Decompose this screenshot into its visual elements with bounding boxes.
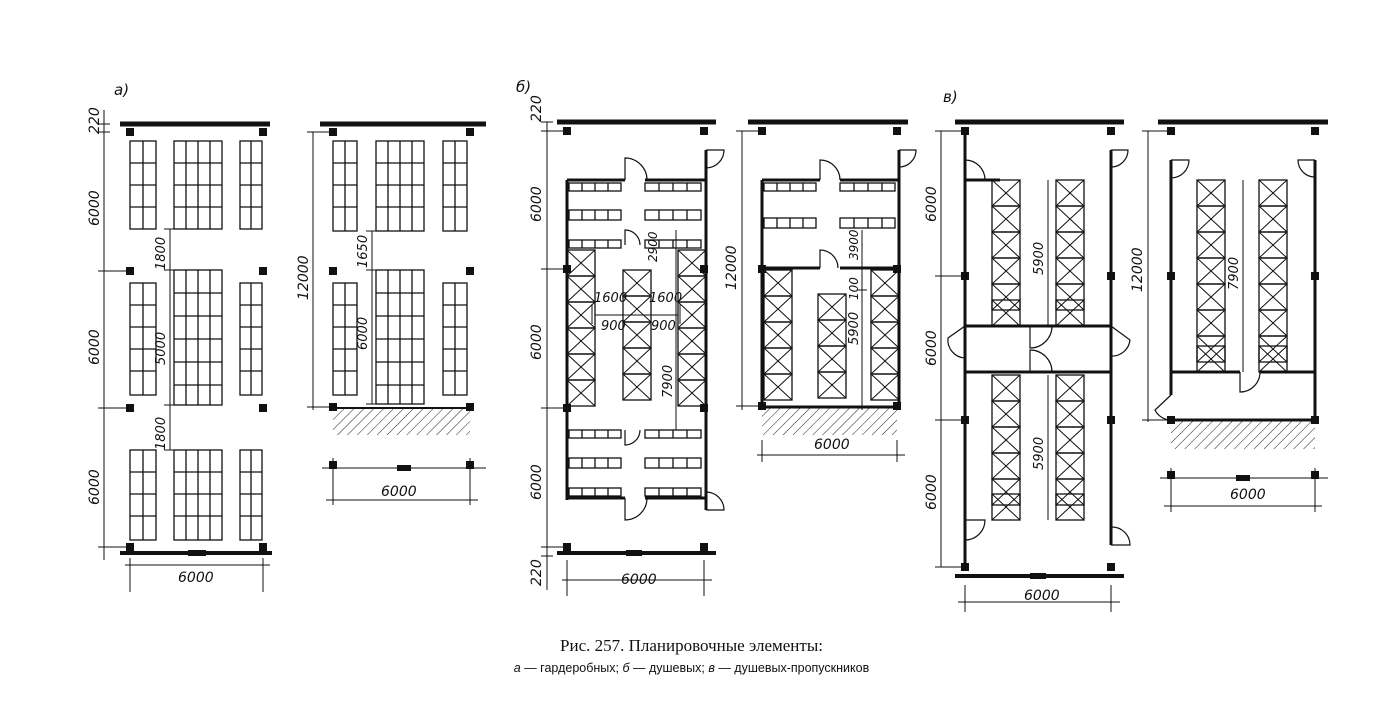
caption-item-a-letter: а xyxy=(513,661,521,675)
dim-a1-1800-1: 1800 xyxy=(154,237,169,270)
dim-b1-220-bottom: 220 xyxy=(529,559,545,586)
dim-b1-900-left: 900 xyxy=(601,319,626,334)
dim-b1-2900: 2900 xyxy=(646,231,660,262)
plan-b2: 12000 3900 100 5900 6000 xyxy=(724,119,917,462)
dim-b1-6000-bottom: 6000 xyxy=(621,572,657,588)
dim-b1-7900: 7900 xyxy=(661,365,676,398)
caption-item-b-text: — душевых; xyxy=(629,661,709,675)
dim-a1-6000-3: 6000 xyxy=(87,469,103,505)
caption-item-a-text: — гардеробных; xyxy=(520,661,623,675)
dim-v1-6000-3: 6000 xyxy=(924,474,940,510)
panel-b: б) xyxy=(516,78,917,596)
dim-a1-6000-1: 6000 xyxy=(87,190,103,226)
dim-a1-6000-2: 6000 xyxy=(87,329,103,365)
dim-a1-5000: 5000 xyxy=(154,332,169,365)
plan-v1: 6000 6000 6000 5900 5900 6000 xyxy=(924,119,1131,612)
panel-b-label: б) xyxy=(516,78,531,96)
dim-b2-5900: 5900 xyxy=(847,312,862,345)
dim-a2-1650: 1650 xyxy=(356,235,371,268)
dim-a1-220: 220 xyxy=(87,107,103,134)
dim-v1-6000-1: 6000 xyxy=(924,186,940,222)
panel-v: в) xyxy=(924,88,1328,612)
caption-item-v-letter: в xyxy=(708,661,715,675)
dim-b1-1600-right: 1600 xyxy=(649,291,682,306)
dim-a1-6000-bottom: 6000 xyxy=(178,570,214,586)
dim-a1-1800-2: 1800 xyxy=(154,417,169,450)
dim-b1-900-right: 900 xyxy=(651,319,676,334)
plan-a2: 12000 1650 6000 6000 xyxy=(296,121,486,505)
dim-v1-6000-bottom: 6000 xyxy=(1024,588,1060,604)
dim-b2-3900: 3900 xyxy=(847,229,861,260)
dim-a2-6000-inner: 6000 xyxy=(356,317,371,350)
caption-item-v-text: — душевых-пропускников xyxy=(714,661,870,675)
dim-b1-6000-2: 6000 xyxy=(529,324,545,360)
dim-b1-6000-1: 6000 xyxy=(529,186,545,222)
dim-v1-6000-2: 6000 xyxy=(924,330,940,366)
dim-v2-7900: 7900 xyxy=(1227,257,1242,290)
dim-v2-12000: 12000 xyxy=(1130,247,1146,292)
dim-b2-100: 100 xyxy=(847,277,861,300)
plan-v2: 12000 7900 6000 xyxy=(1130,119,1328,512)
dim-v1-5900-top: 5900 xyxy=(1032,242,1047,275)
plan-b1: 220 6000 6000 6000 220 2900 1600 1600 90… xyxy=(529,95,725,596)
plan-a1: 220 6000 6000 6000 1800 5000 1800 6000 xyxy=(87,107,272,592)
panel-a: а) xyxy=(87,81,486,592)
figure-caption-title: Рис. 257. Планировочные элементы: xyxy=(560,636,823,655)
dim-b1-220-top: 220 xyxy=(529,95,545,122)
dim-b1-6000-3: 6000 xyxy=(529,464,545,500)
dim-b1-1600-left: 1600 xyxy=(594,291,627,306)
panel-v-label: в) xyxy=(943,88,958,106)
dim-v1-5900-bottom: 5900 xyxy=(1032,437,1047,470)
figure-caption-legend: а — гардеробных; б — душевых; в — душевы… xyxy=(0,661,1383,675)
dim-v2-6000-bottom: 6000 xyxy=(1230,487,1266,503)
dim-a2-12000: 12000 xyxy=(296,255,312,300)
dim-b2-12000: 12000 xyxy=(724,245,740,290)
dim-b2-6000-bottom: 6000 xyxy=(814,437,850,453)
panel-a-label: а) xyxy=(114,81,129,99)
caption-item-b-letter: б xyxy=(622,661,630,675)
dim-a2-6000-bottom: 6000 xyxy=(381,484,417,500)
